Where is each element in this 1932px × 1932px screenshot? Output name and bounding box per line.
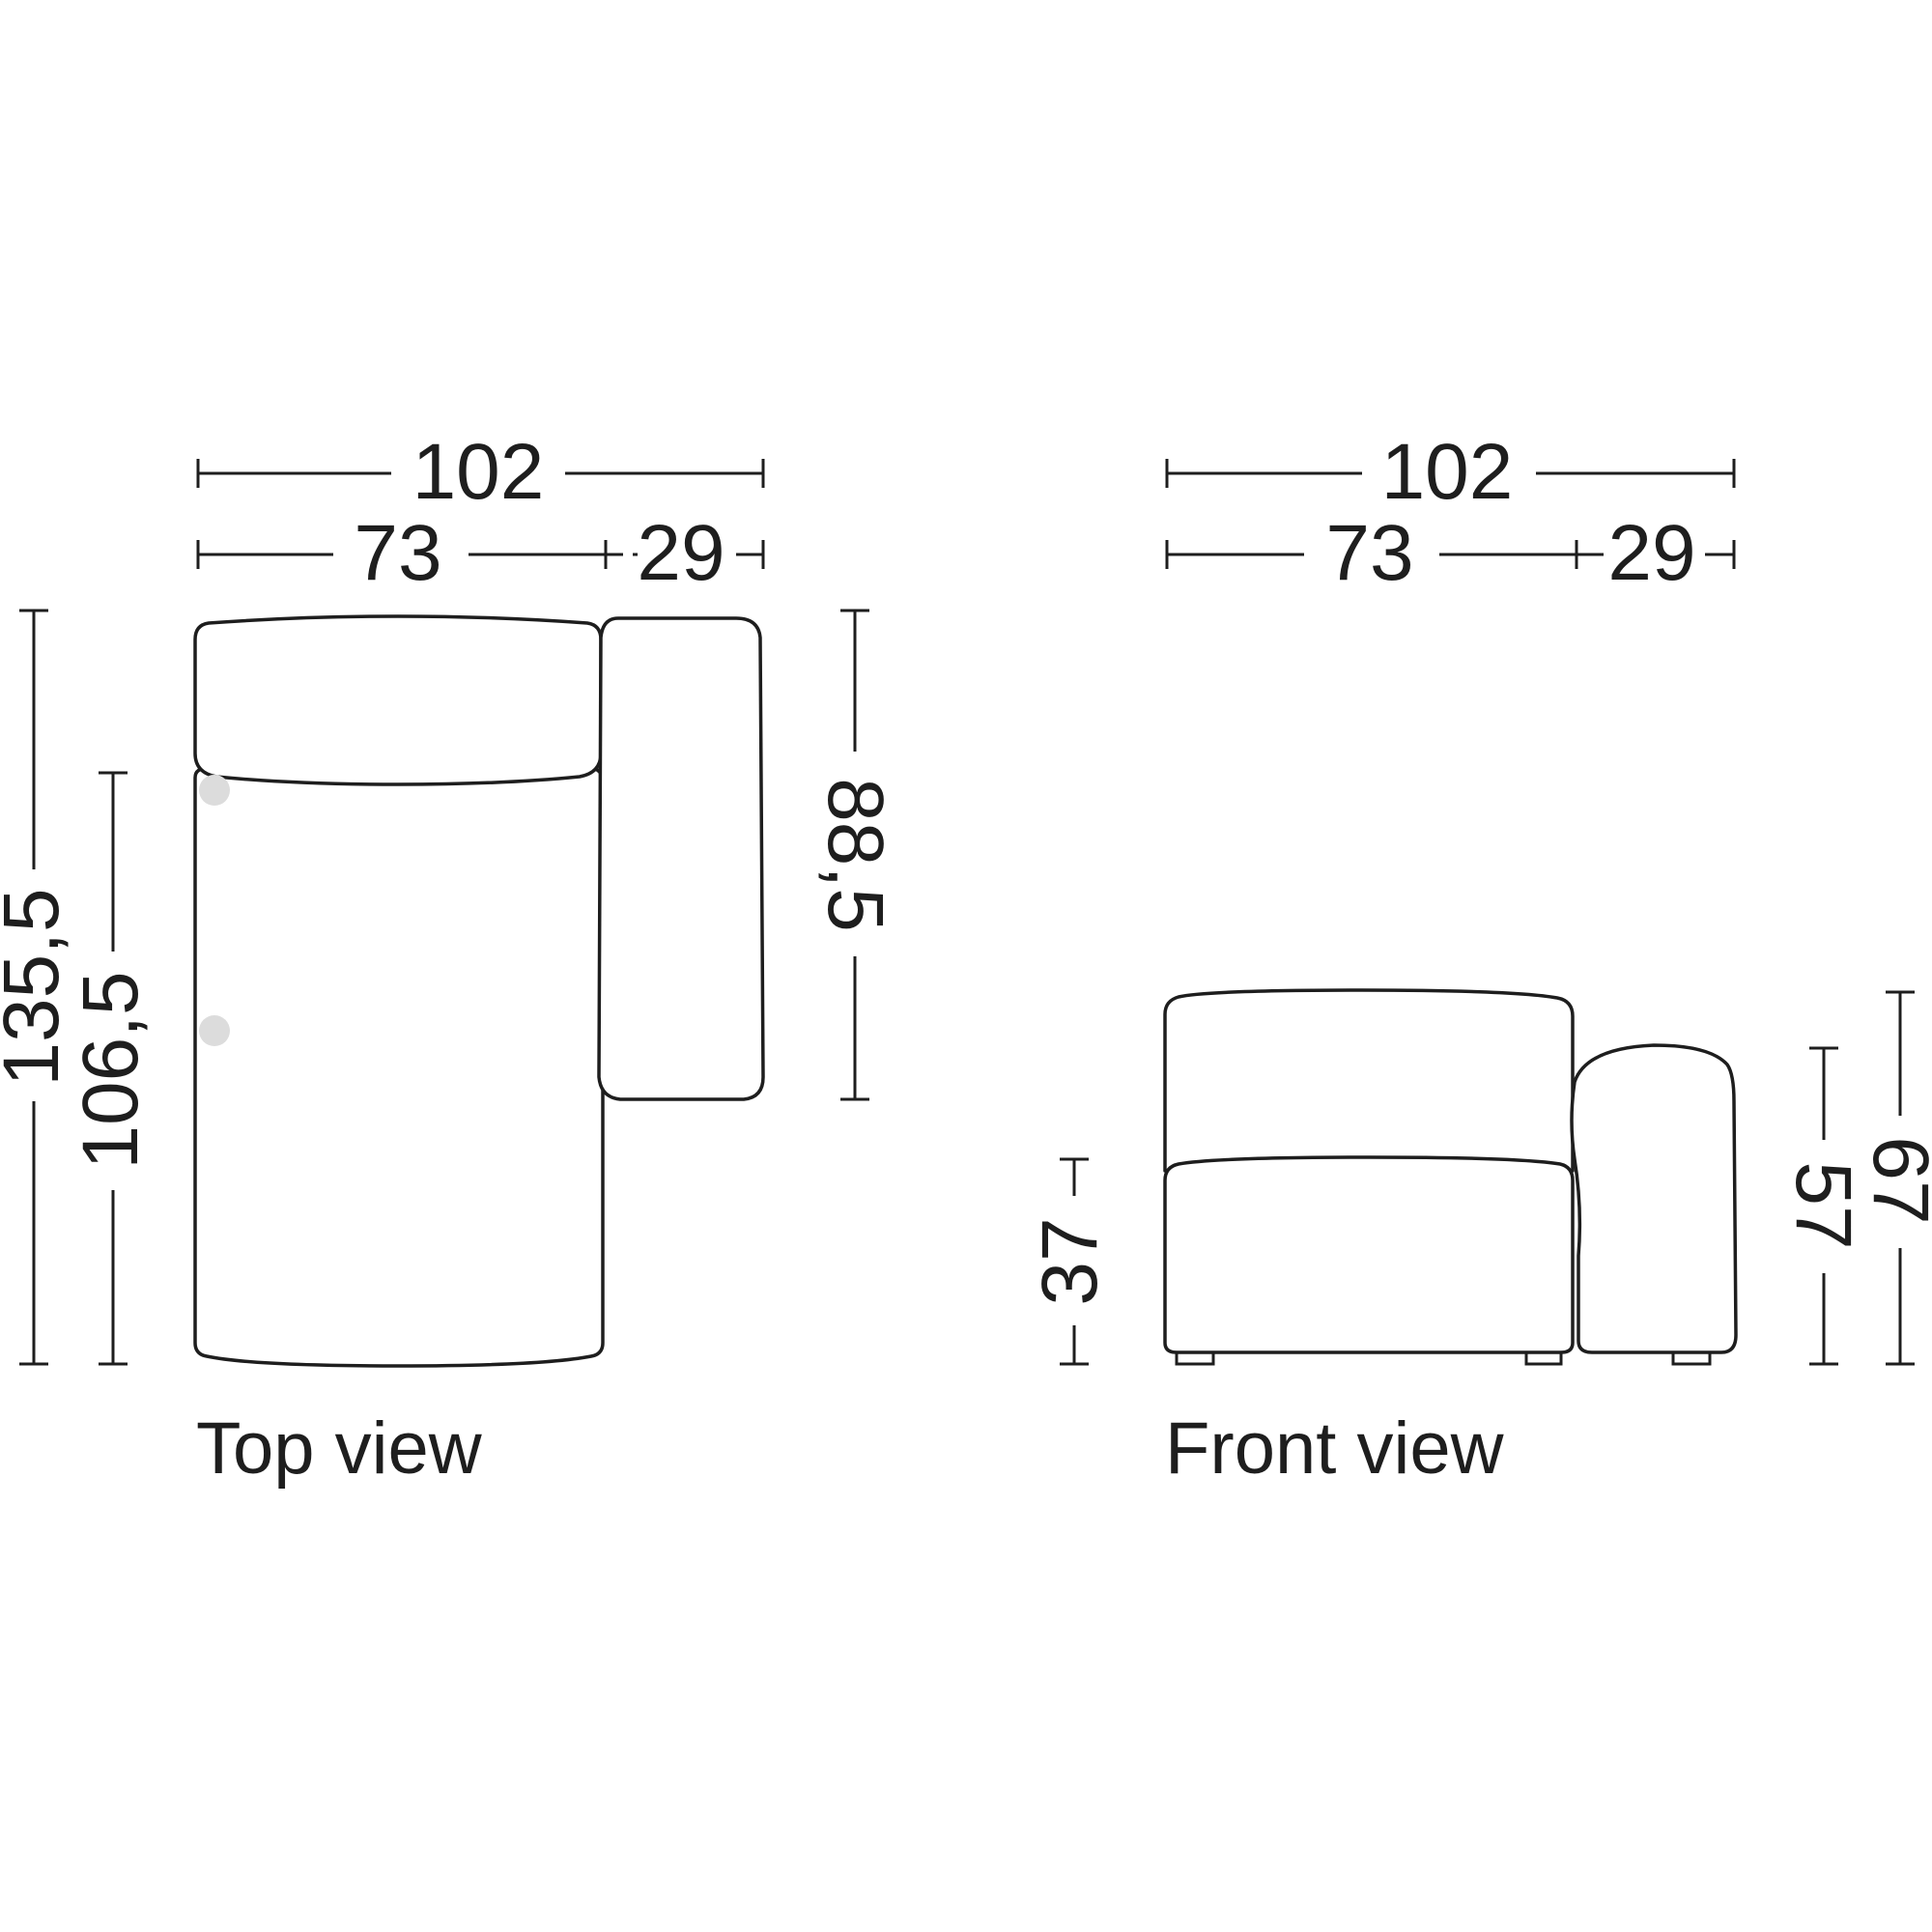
front-back-height-label: 67 bbox=[1857, 1136, 1932, 1224]
front-arm-height-label: 57 bbox=[1779, 1161, 1867, 1249]
top-view: 102 73 29 135,5 106,5 bbox=[0, 428, 899, 1490]
top-depth-seat-dimension: 106,5 bbox=[67, 771, 155, 1366]
front-arm-height-dimension: 57 bbox=[1779, 1046, 1867, 1366]
top-width-total-dimension: 102 bbox=[196, 428, 765, 516]
top-view-caption: Top view bbox=[196, 1407, 483, 1490]
front-seat-height-dimension: 37 bbox=[1026, 1157, 1114, 1366]
front-width-seat-label: 73 bbox=[1325, 509, 1413, 597]
top-width-seat-label: 73 bbox=[354, 509, 441, 597]
front-width-total-label: 102 bbox=[1381, 428, 1514, 516]
top-seat-cushion bbox=[193, 766, 605, 1368]
front-seat-cushion bbox=[1163, 1155, 1575, 1354]
top-backrest bbox=[193, 614, 603, 786]
top-depth-total-label: 135,5 bbox=[0, 888, 75, 1086]
front-armrest bbox=[1570, 1043, 1738, 1354]
front-seat-height-label: 37 bbox=[1026, 1217, 1114, 1305]
top-connector-marker bbox=[199, 775, 230, 806]
top-depth-arm-dimension: 88,5 bbox=[811, 609, 899, 1101]
top-connector-marker bbox=[199, 1015, 230, 1046]
front-backrest bbox=[1163, 988, 1575, 1173]
top-armrest bbox=[597, 616, 765, 1101]
top-depth-arm-label: 88,5 bbox=[811, 778, 899, 932]
top-depth-seat-label: 106,5 bbox=[67, 971, 155, 1169]
top-depth-total-dimension: 135,5 bbox=[0, 609, 75, 1366]
front-view-caption: Front view bbox=[1165, 1407, 1505, 1490]
top-width-total-label: 102 bbox=[412, 428, 545, 516]
top-width-arm-label: 29 bbox=[637, 509, 724, 597]
top-width-split-dimension: 73 29 bbox=[196, 509, 765, 597]
front-view: 102 73 29 37 57 bbox=[1026, 428, 1932, 1490]
front-width-arm-label: 29 bbox=[1607, 509, 1695, 597]
front-width-total-dimension: 102 bbox=[1165, 428, 1736, 516]
front-back-height-dimension: 67 bbox=[1857, 990, 1932, 1366]
front-width-split-dimension: 73 29 bbox=[1165, 509, 1736, 597]
